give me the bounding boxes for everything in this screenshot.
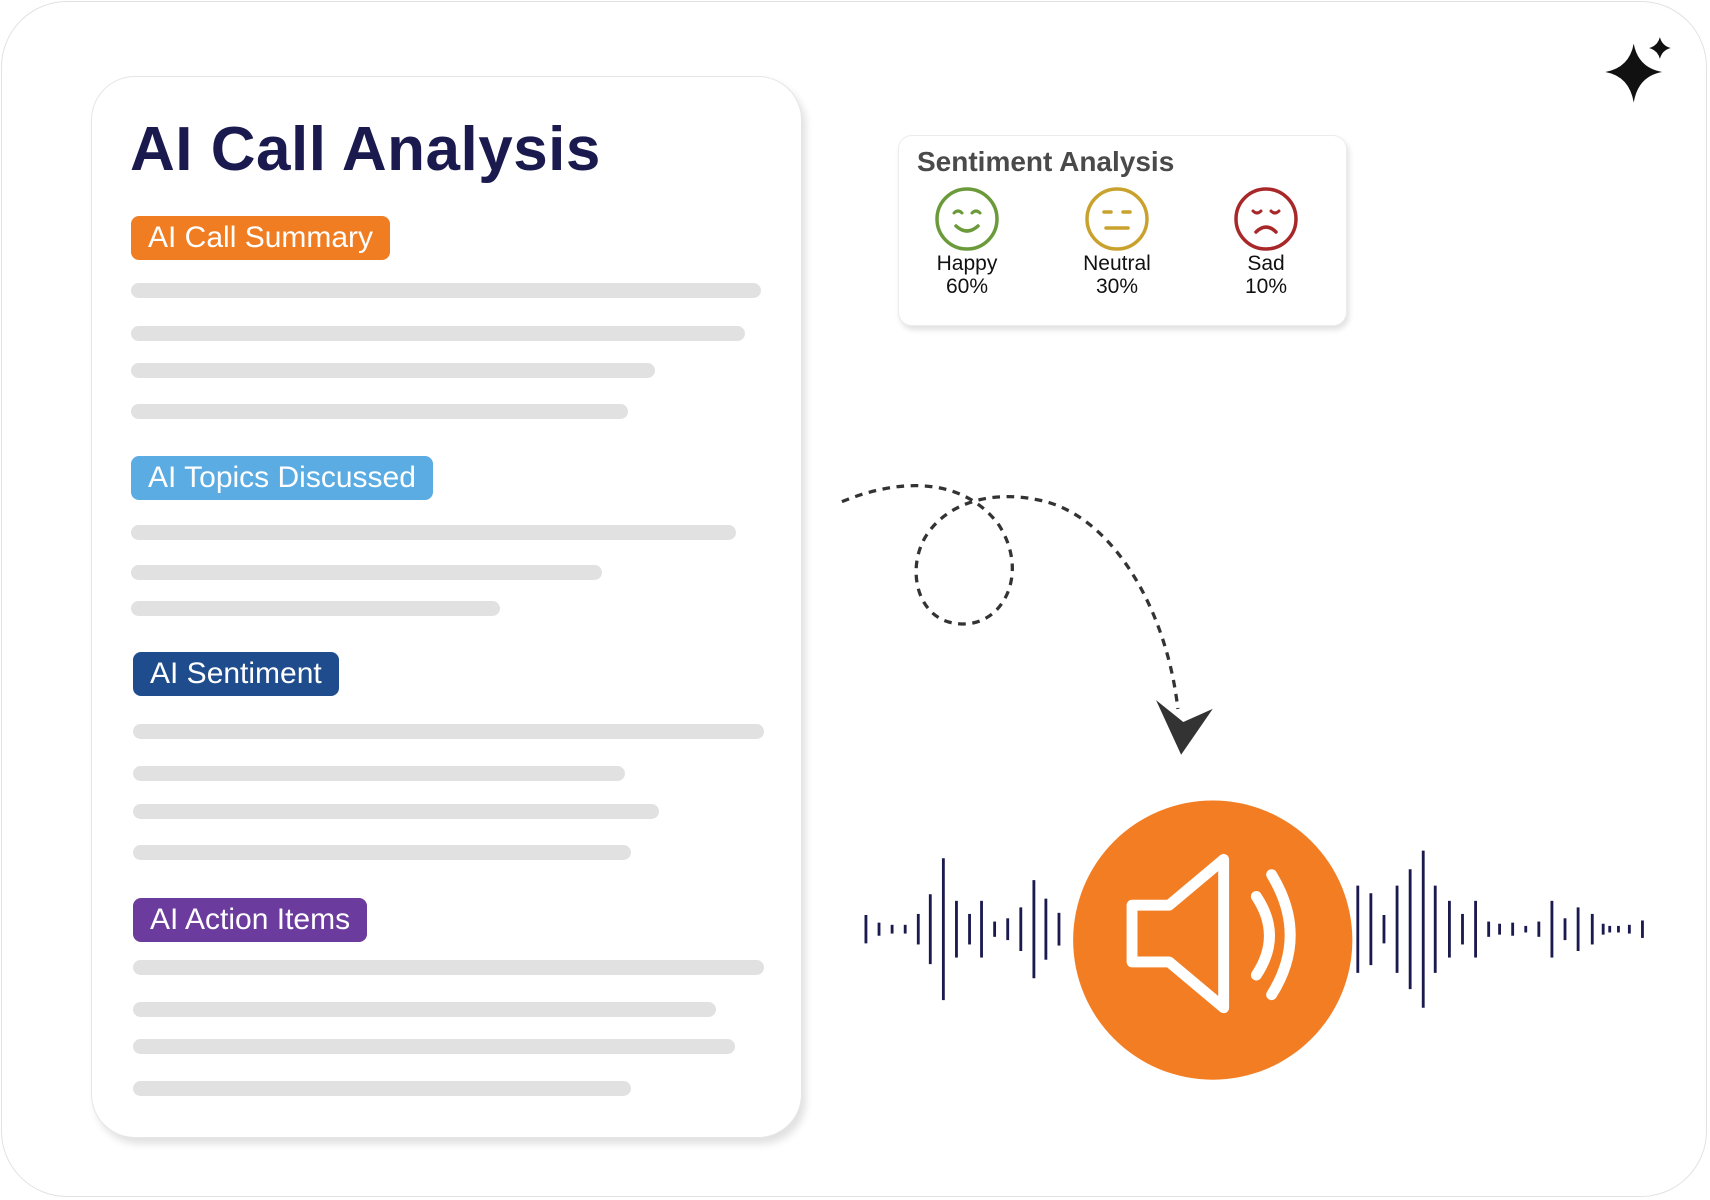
arrowhead-icon — [1156, 700, 1213, 755]
sparkle-icon — [1605, 43, 1663, 103]
speaker-button — [1073, 800, 1353, 1080]
sentiment-label: Happy — [936, 252, 998, 275]
placeholder-line — [131, 363, 655, 378]
placeholder-line — [133, 724, 764, 739]
speaker-icon — [1126, 853, 1296, 1014]
placeholder-line — [131, 283, 761, 298]
sentiment-value: 10% — [1244, 275, 1288, 298]
section-topics-discussed: AI Topics Discussed — [131, 456, 433, 500]
placeholder-line — [131, 525, 736, 540]
sentiment-title: Sentiment Analysis — [917, 146, 1175, 177]
placeholder-line — [133, 845, 631, 860]
section-action-items: AI Action Items — [133, 898, 368, 942]
placeholder-line — [133, 804, 659, 819]
sentiment-label: Neutral — [1083, 252, 1151, 275]
placeholder-line — [133, 1081, 631, 1096]
sentiment-value: 60% — [945, 275, 989, 298]
page-title: AI Call Analysis — [130, 115, 601, 184]
placeholder-line — [133, 1039, 735, 1054]
placeholder-line — [131, 404, 628, 419]
dashed-arrow-icon — [841, 484, 1180, 710]
small-sparkle-icon — [1648, 37, 1671, 59]
section-sentiment: AI Sentiment — [133, 652, 339, 696]
sentiment-neutral: Neutral 30% — [1052, 186, 1182, 298]
sentiment-analysis-card: Sentiment Analysis Happy 60% Neutral 30%… — [898, 135, 1347, 326]
sad-face-icon — [1234, 187, 1298, 251]
sentiment-value: 30% — [1095, 275, 1139, 298]
placeholder-line — [131, 326, 745, 341]
sentiment-happy: Happy 60% — [902, 186, 1032, 298]
placeholder-line — [133, 960, 764, 975]
placeholder-line — [131, 565, 602, 580]
placeholder-line — [133, 766, 625, 781]
neutral-face-icon — [1085, 187, 1149, 251]
happy-face-icon — [935, 187, 999, 251]
sentiment-label: Sad — [1247, 252, 1285, 275]
placeholder-line — [131, 601, 500, 616]
sentiment-sad: Sad 10% — [1201, 186, 1331, 298]
section-call-summary: AI Call Summary — [131, 216, 391, 260]
placeholder-line — [133, 1002, 716, 1017]
